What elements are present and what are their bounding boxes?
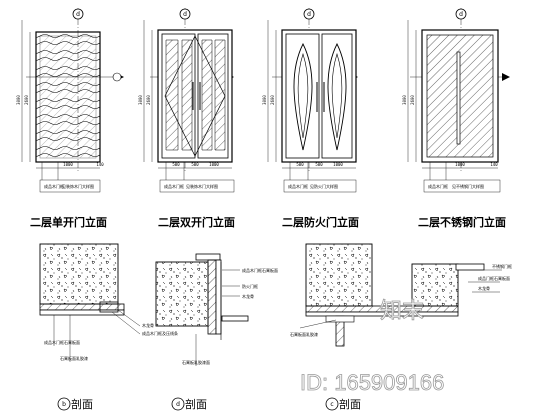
callout-note: 成品木门框 [428,183,448,189]
callout-note: 成品木门框石膏板面 [44,339,80,345]
callout-note: 石膏板乳胶漆面 [182,359,210,365]
bottom-dim: 140 [96,162,104,167]
bottom-dim: 500 [191,162,199,167]
section-d: 成品木门框石膏板面 防火门框 木龙骨 石膏板乳胶漆面 d 剖面 [155,253,278,411]
axis-marker: d [76,11,80,18]
axis-marker: d [307,11,311,18]
callout-note: 见装饰木门大样图 [186,183,218,189]
elevation-fire-door: d 3000 2600 500 500 1000 成品木门框 见防火门大样图 二… [262,8,359,229]
bottom-dim: 500 [315,162,323,167]
elevation-title: 二层双开门立面 [158,215,235,229]
watermark-logo: 知末 [380,298,424,323]
section-marker: b [62,401,66,408]
elevation-single-door: d 3000 2600 1000 140 成品木门框 见装饰木门大样图 二层单开… [16,8,124,229]
callout-note: 成品门框石膏板面 [478,275,510,281]
section-title: 剖面 [185,397,207,411]
elevation-stainless-door: d 3000 2600 1000 140 成品木门框 见不锈钢门大样图 二层不锈… [402,8,510,229]
section-marker: d [176,401,180,408]
callout-note: 成品木门框 [164,183,184,189]
elevation-double-door: d 3000 2600 500 500 1000 成品木门框 见装饰木门大样图 … [138,8,235,229]
bottom-dim: 1000 [455,162,465,167]
callout-note: 木龙骨 [142,322,154,328]
overall-height-dim: 3000 [262,95,267,105]
watermark: 知末 ID: 165909166 [300,298,445,396]
callout-note: 成品木门框 [288,183,308,189]
bottom-dim: 1000 [63,162,73,167]
callout-note: 见不锈钢门大样图 [452,183,484,189]
callout-note: 木龙骨 [478,285,490,291]
door-height-dim: 2600 [24,95,29,105]
axis-marker: d [183,11,187,18]
callout-note: 石膏板面乳胶漆 [290,331,318,337]
section-title: 剖面 [71,397,93,411]
door-height-dim: 2600 [270,95,275,105]
bottom-dim: 500 [172,162,180,167]
door-height-dim: 2600 [146,95,151,105]
callout-note: 成品木门框 [44,183,64,189]
overall-height-dim: 3000 [16,95,21,105]
section-marker: c [330,401,333,408]
elevation-title: 二层不锈钢门立面 [418,215,506,229]
bottom-dim: 140 [490,162,498,167]
elevation-title: 二层防火门立面 [282,215,359,229]
callout-note: 见防火门大样图 [310,183,338,189]
overall-height-dim: 3000 [138,95,143,105]
callout-note: 成品木门框及压线条 [142,330,178,336]
elevation-title: 二层单开门立面 [30,215,107,229]
overall-height-dim: 3000 [402,95,407,105]
bottom-dim: 500 [296,162,304,167]
callout-note: 防火门框 [242,283,258,289]
callout-note: 木龙骨 [242,293,254,299]
callout-note: 不锈钢门框 [492,263,512,269]
callout-note: 成品木门框石膏板面 [242,267,278,273]
callout-note: 见装饰木门大样图 [62,183,94,189]
callout-note: 石膏板面乳胶漆 [60,355,88,361]
section-b: 木龙骨 成品木门框及压线条 成品木门框石膏板面 石膏板面乳胶漆 b 剖面 [39,243,178,411]
section-title: 剖面 [339,397,361,411]
watermark-id: ID: 165909166 [300,370,444,395]
bottom-dim: 1000 [209,162,219,167]
section-c: 不锈钢门框 成品门框石膏板面 木龙骨 石膏板面乳胶漆 c 剖面 [290,243,512,411]
door-height-dim: 2600 [410,95,415,105]
axis-marker: d [459,11,463,18]
bottom-dim: 1000 [333,162,343,167]
